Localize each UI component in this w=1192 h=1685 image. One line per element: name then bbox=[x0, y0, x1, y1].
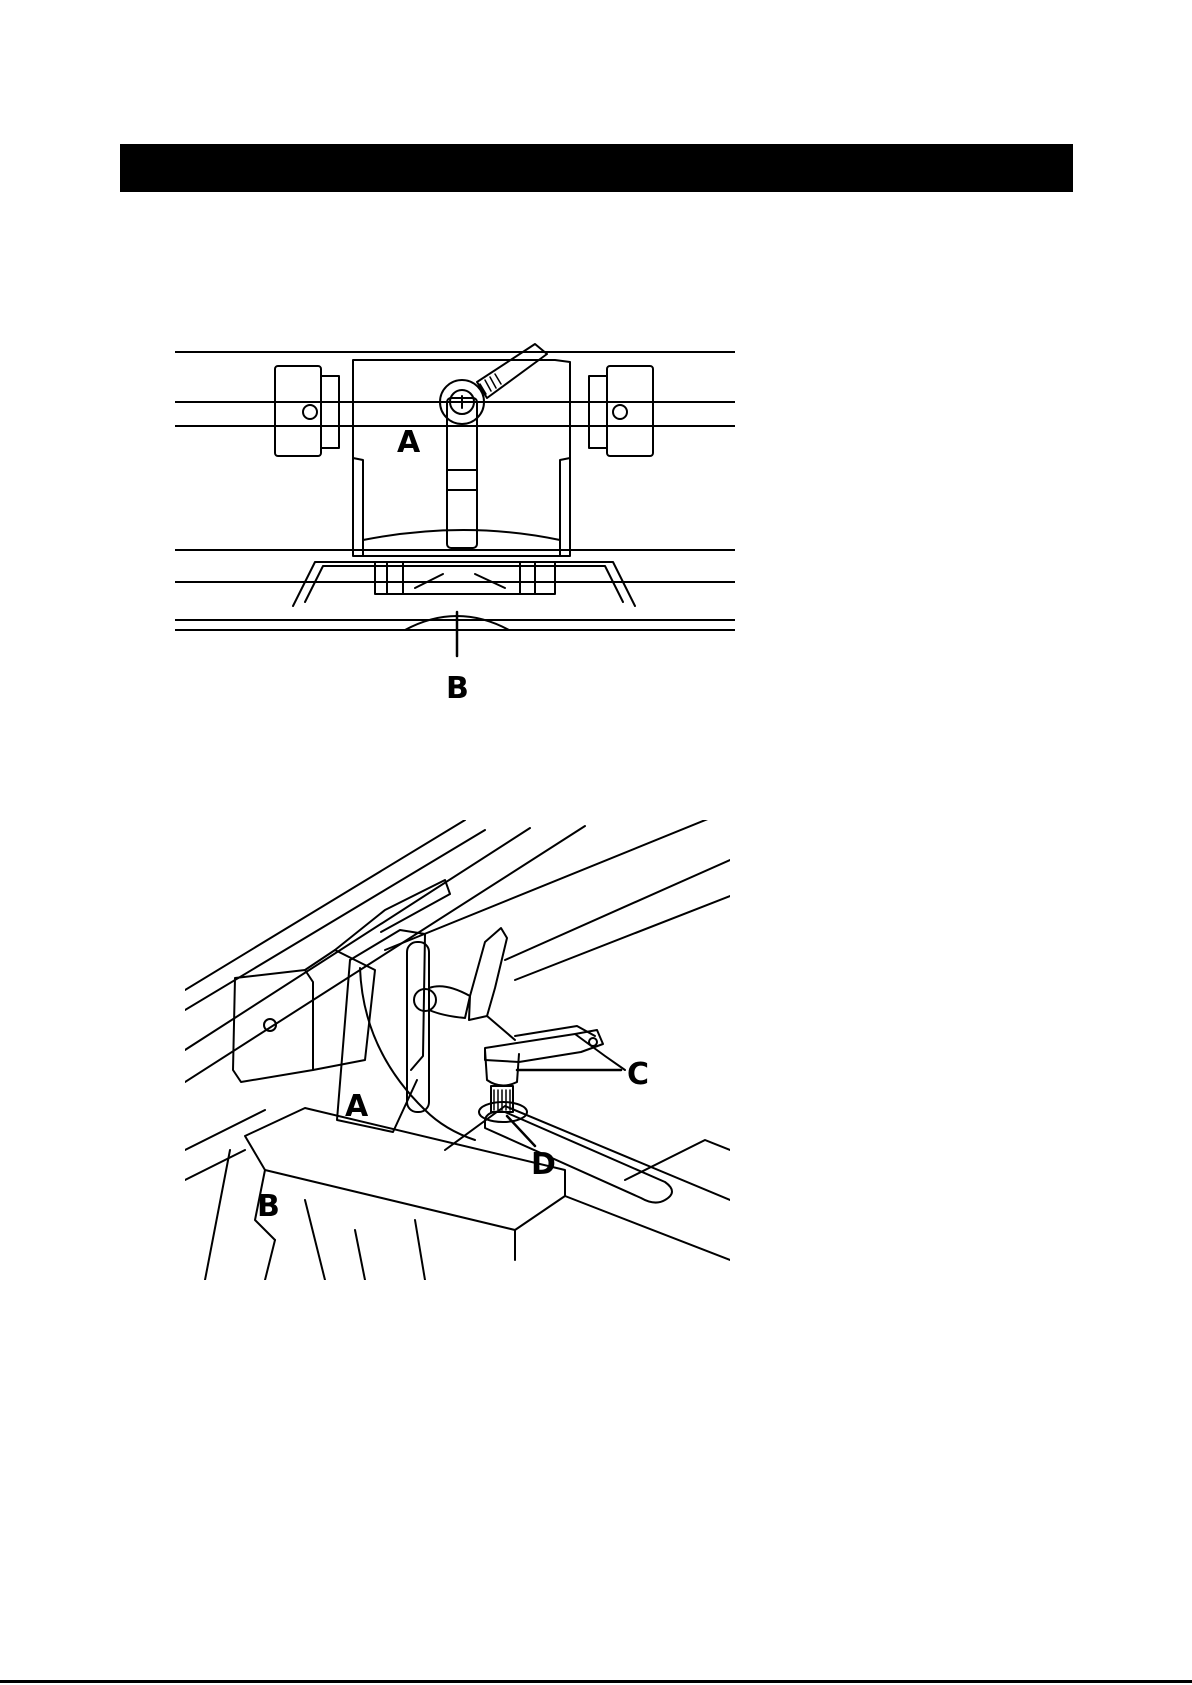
figure-bottom-drawing: A B C D bbox=[185, 820, 730, 1280]
footer-rule bbox=[0, 1680, 1192, 1683]
callout-label-a: A bbox=[397, 425, 421, 460]
callout-label-b: B bbox=[257, 1189, 280, 1224]
section-header-bar bbox=[120, 144, 1073, 192]
callout-label-a: A bbox=[345, 1089, 369, 1124]
callout-label-d: D bbox=[531, 1147, 556, 1182]
figure-bottom-perspective-view: A B C D bbox=[185, 820, 730, 1280]
figure-top-front-view: A B bbox=[175, 340, 735, 710]
callout-label-c: C bbox=[627, 1057, 649, 1092]
figure-top-drawing: A B bbox=[175, 340, 735, 710]
callout-label-b: B bbox=[446, 671, 469, 706]
